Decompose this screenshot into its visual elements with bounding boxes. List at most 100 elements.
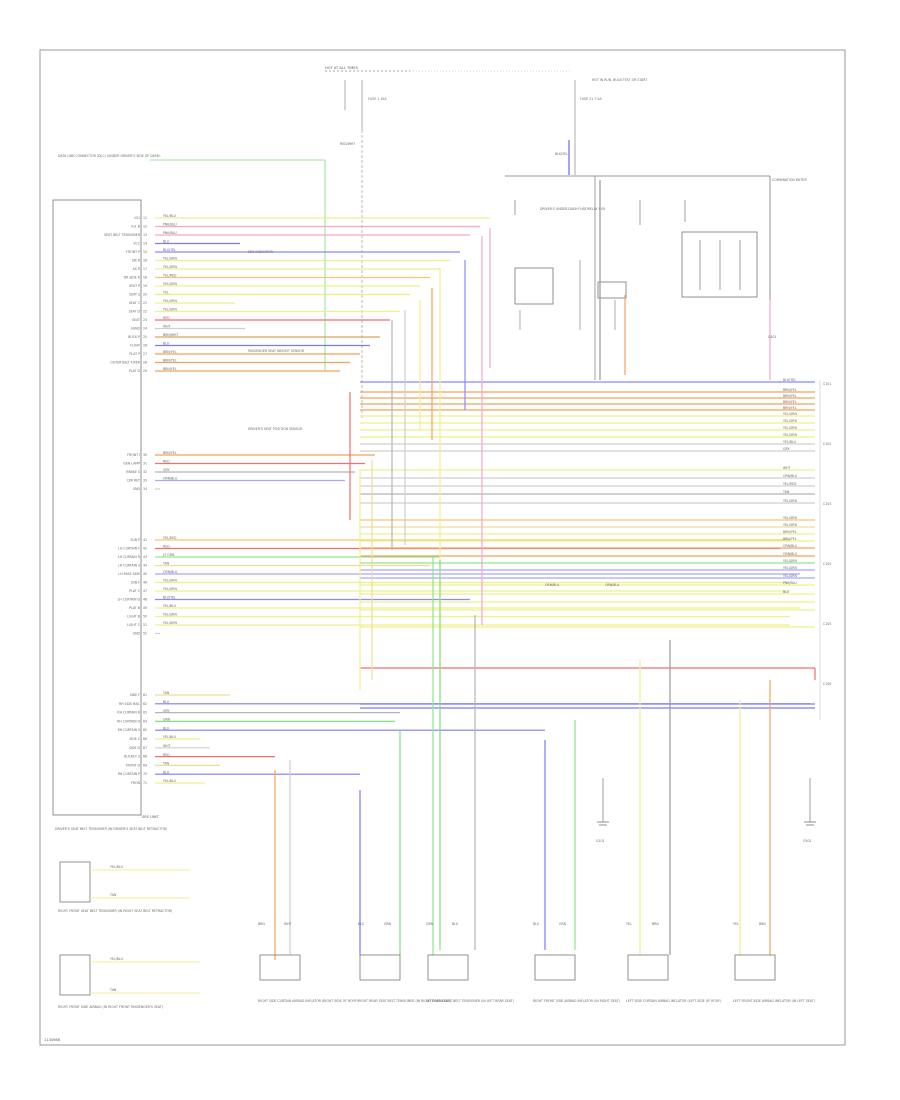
bus-wire-label: BRN/YEL [783, 400, 797, 404]
srs-pin-name: OUTER BELT FIXER [110, 361, 140, 365]
srs-pin-number: 20 [143, 293, 147, 297]
srs-pin-name: SGND [131, 327, 141, 331]
wire-color-label: ORN/BLU [163, 570, 178, 574]
right-front-tensioner-label: RIGHT FRONT SEAT BELT TENSIONER (IN RIGH… [58, 909, 172, 913]
component-connector [427, 954, 469, 981]
srs-pin-name: PLAT D [129, 369, 141, 373]
bus-wire-label: YEL/GRN [783, 419, 797, 423]
wire-color-label: YEL [163, 291, 169, 295]
wire-color-label: TAN [162, 691, 170, 695]
srs-pin-number: 67 [143, 746, 147, 750]
bus-wire-label: YEL/GRN [783, 566, 797, 570]
srs-pin-name: FRONT I [127, 453, 140, 457]
srs-pin-number: 16 [143, 259, 147, 263]
driver-seat-sensor-label: DRIVER'S SEAT POSITION SENSOR [248, 427, 303, 431]
srs-pin-name: RH CURTAIN S [118, 728, 140, 732]
ground-g501-label: G501 [803, 839, 812, 843]
bus-wire-label: BLU [783, 590, 790, 594]
srs-unit-label: SRS UNIT [142, 815, 160, 819]
wire-color-label: YEL/BLU [163, 779, 177, 783]
wire-color-label: PNK/BLU [163, 231, 177, 235]
srs-pin-number: 61 [143, 693, 147, 697]
srs-pin-number: 62 [143, 702, 147, 706]
dlc-note: DATA LINK CONNECTOR (DLC) (UNDER DRIVER'… [58, 154, 160, 158]
ground-g401-label: G401 [768, 335, 777, 339]
srs-pin-name: SEAT [132, 318, 140, 322]
srs-pin-name: VCC [133, 242, 140, 246]
bottom-components: RIGHT SIDE CURTAIN AIRBAG INFLATOR (RIGH… [258, 922, 815, 1003]
wire-color-label: BRN/YEL [163, 359, 177, 363]
bus-wire-label: YEL/GRN [783, 523, 797, 527]
component-wire-b: BLU [452, 922, 459, 926]
wire-color-label: YEL/GRN [163, 587, 177, 591]
wire-color-label: YEL/GRN [163, 579, 177, 583]
component-wire-a: BLU [358, 922, 365, 926]
diagram-frame [39, 49, 846, 1046]
component-wire-a: BRN [258, 922, 265, 926]
srs-pin-number: 34 [143, 487, 147, 491]
srs-pin-number: 13 [143, 233, 147, 237]
srs-pin-number: 64 [143, 719, 147, 723]
component-label: RIGHT SIDE CURTAIN AIRBAG INFLATOR (RIGH… [258, 999, 358, 1003]
connector-id: C103 [823, 502, 831, 506]
bus-wire-label: YEL/GRN [783, 499, 797, 503]
wire-color-label: BLU [163, 342, 170, 346]
srs-pin-name: RH CURTAIN D [117, 719, 140, 723]
right-front-side-airbag-box [59, 954, 91, 996]
srs-pin-number: 49 [143, 606, 147, 610]
srs-pin-name: AS R [133, 267, 141, 271]
side-airbag-wire-d: TAN [109, 988, 117, 992]
srs-pin-number: 69 [143, 763, 147, 767]
srs-pin-number: 23 [143, 318, 147, 322]
footer-code: 1134988 [44, 1038, 61, 1042]
component-wire-b: WHT [284, 922, 292, 926]
wire-color-label: YEL/GRN [163, 265, 177, 269]
bus-wire-label: ORN/BLU [783, 474, 798, 478]
wire-color-label: RED [163, 316, 170, 320]
component-wire-b: GRN [559, 922, 567, 926]
srs-pin-number: 65 [143, 728, 147, 732]
srs-pin-name: BUCK P [128, 335, 140, 339]
srs-pin-name: PLAT B [129, 606, 140, 610]
srs-pin-number: 43 [143, 555, 147, 559]
srs-pin-number: 27 [143, 352, 147, 356]
srs-pin-number: 11 [143, 216, 147, 220]
relay-box-right [681, 231, 758, 298]
srs-pin-name: GEN LAMP [123, 462, 140, 466]
wire-color-label: BRN/YEL [163, 350, 177, 354]
wire-color-label: GRY [163, 468, 169, 472]
srs-pin-number: 28 [143, 361, 147, 365]
srs-indicator-label: SRS INDICATOR [248, 250, 274, 254]
component-wire-a: YEL [626, 922, 632, 926]
srs-pin-number: 15 [143, 250, 147, 254]
wire-right-label: BLK/YEL [555, 152, 568, 156]
component-wire-a: YEL [733, 922, 739, 926]
srs-pin-name: PLAT P [129, 352, 140, 356]
srs-pin-name: RH CURTAIN P [118, 772, 140, 776]
srs-pin-number: 51 [143, 623, 147, 627]
srs-pin-name: BUCKET S [124, 755, 140, 759]
driver-tensioner-title: DRIVER'S SEAT BELT TENSIONER (IN DRIVER'… [55, 827, 167, 831]
component-connector [734, 954, 776, 981]
srs-pin-name: SUB P [131, 538, 141, 542]
srs-pin-name: DR SIDE R [124, 276, 141, 280]
orn-blu-right-label: ORN/BLU [605, 583, 620, 587]
wire-color-label: ORN/BLU [163, 477, 178, 481]
wire-color-label: YEL/GRN [163, 257, 177, 261]
relay-box-left [514, 267, 554, 305]
bus-wire-label: BRN/YEL [783, 406, 797, 410]
wire-color-label: BRN/YEL [163, 451, 177, 455]
connector-id: C104 [823, 562, 831, 566]
srs-pin-name: FRONT D [126, 763, 141, 767]
srs-pin-number: 31 [143, 462, 147, 466]
srs-pin-name: SEAT BELT TENSIONER [104, 233, 141, 237]
wire-color-label: BLU [163, 726, 170, 730]
wire-color-label: TAN [162, 562, 170, 566]
bus-wire-label: PNK/BLU [783, 581, 797, 585]
wire-color-label: YEL/GRN [163, 613, 177, 617]
srs-pin-number: 17 [143, 267, 147, 271]
bus-wire-label: BRN/YEL [783, 530, 797, 534]
wire-color-label: RED [163, 545, 170, 549]
component-wire-b: GRN [384, 922, 392, 926]
bus-wire-label: ORN/BLU [783, 544, 798, 548]
